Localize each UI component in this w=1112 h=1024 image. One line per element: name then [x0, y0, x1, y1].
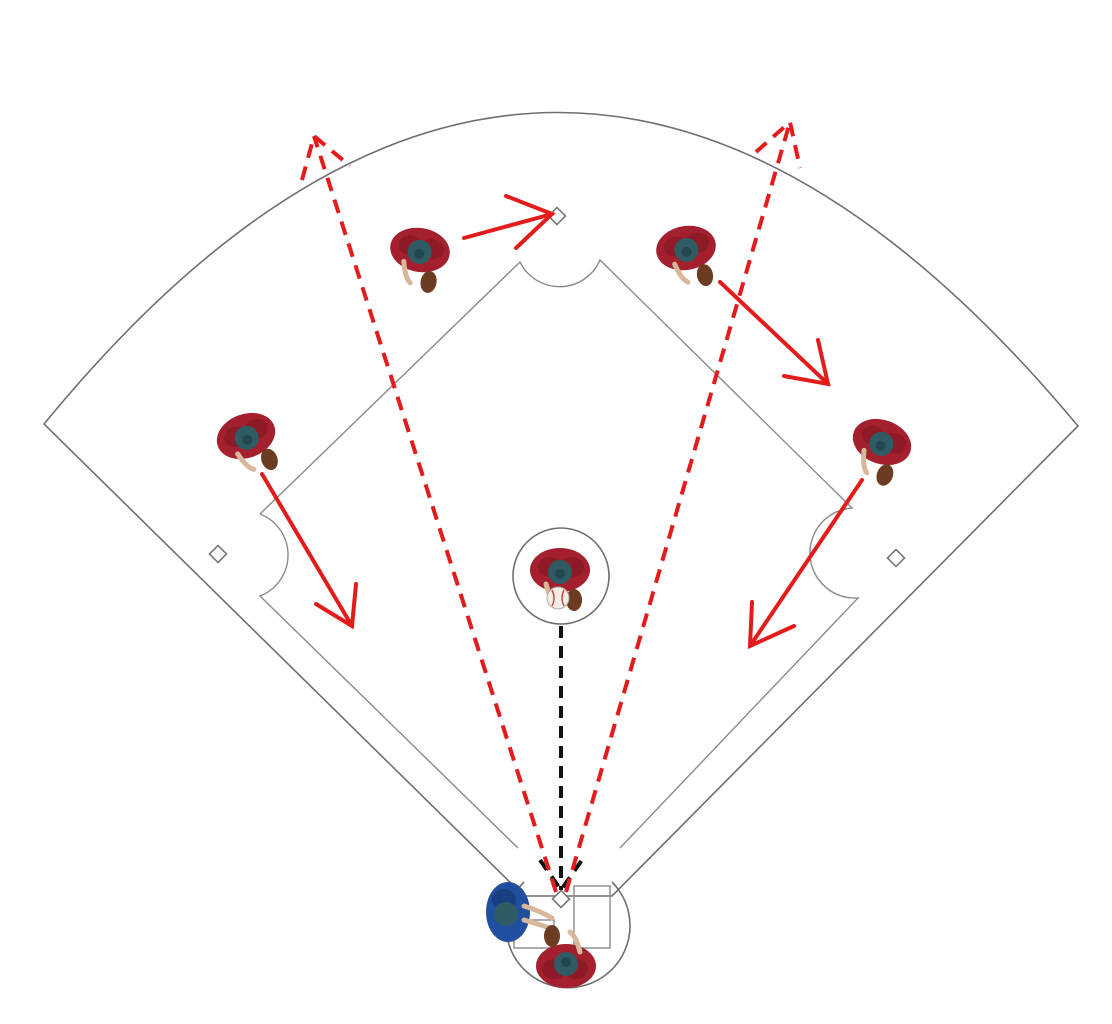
ball-paths	[300, 118, 802, 894]
batter[interactable]	[486, 882, 552, 942]
pitchers-mound	[512, 527, 610, 625]
player-topview-icon	[840, 411, 918, 491]
player-topview-icon	[536, 925, 596, 988]
batters-box-right	[573, 885, 611, 949]
left-fielder[interactable]	[210, 405, 288, 485]
center-right-fielder[interactable]	[653, 221, 723, 293]
hit-left-arrowhead	[300, 132, 352, 181]
run-arrow-right	[748, 478, 864, 648]
run-arrow-left	[260, 472, 354, 628]
second-base	[547, 206, 567, 226]
outfield-boundary	[42, 111, 1080, 897]
home-plate	[551, 889, 571, 909]
player-topview-icon	[486, 882, 552, 942]
right-fielder[interactable]	[840, 411, 918, 491]
run-arrow-center-right	[718, 280, 830, 386]
catcher[interactable]	[536, 925, 596, 988]
pitch-arrowhead	[538, 858, 584, 894]
arrowhead-left	[314, 582, 358, 630]
movement-arrows	[260, 194, 864, 650]
arrowhead-right	[747, 600, 796, 650]
bases	[208, 206, 906, 909]
run-arrow-center-left	[462, 212, 554, 240]
center-left-fielder[interactable]	[383, 223, 453, 295]
pitcher[interactable]	[530, 548, 590, 611]
hit-right-arrowhead	[754, 118, 802, 169]
arrowhead-center-right	[782, 338, 831, 387]
player-topview-icon	[383, 223, 453, 295]
player-topview-icon	[653, 221, 723, 293]
hit-path-right	[564, 121, 792, 893]
hit-path-left	[312, 135, 558, 893]
baseball-icon	[546, 586, 570, 610]
arrowhead-center-left	[504, 194, 556, 250]
player-topview-icon	[210, 405, 288, 485]
third-base	[208, 544, 228, 564]
first-base	[886, 548, 906, 568]
